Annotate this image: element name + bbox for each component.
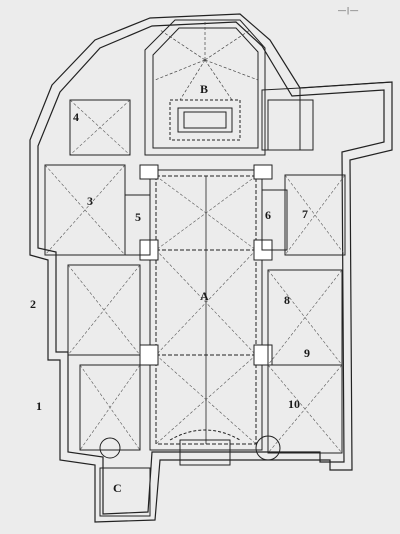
outer-walls xyxy=(29,13,393,523)
nave-vault-ribs xyxy=(155,175,257,445)
label-6: 6 xyxy=(265,208,271,222)
label-b: B xyxy=(200,82,209,96)
right-chamber-ribs xyxy=(267,174,346,454)
left-side-chambers xyxy=(44,99,151,451)
apse-b-vault-ribs xyxy=(154,22,259,101)
label-5: 5 xyxy=(135,210,141,224)
apse-b-structure xyxy=(144,19,266,156)
label-9: 9 xyxy=(304,346,310,360)
label-3: 3 xyxy=(87,194,93,208)
porch-c-structure xyxy=(99,429,281,517)
label-c: C xyxy=(113,481,122,495)
north-annex xyxy=(261,81,393,151)
label-10: 10 xyxy=(288,397,300,411)
left-chamber-ribs xyxy=(44,99,141,451)
corner-mark: —|— xyxy=(338,6,360,15)
label-8: 8 xyxy=(284,293,290,307)
label-a: A xyxy=(200,289,209,303)
label-4: 4 xyxy=(73,110,79,124)
label-1: 1 xyxy=(36,399,42,413)
label-7: 7 xyxy=(302,207,308,221)
label-2: 2 xyxy=(30,297,36,311)
